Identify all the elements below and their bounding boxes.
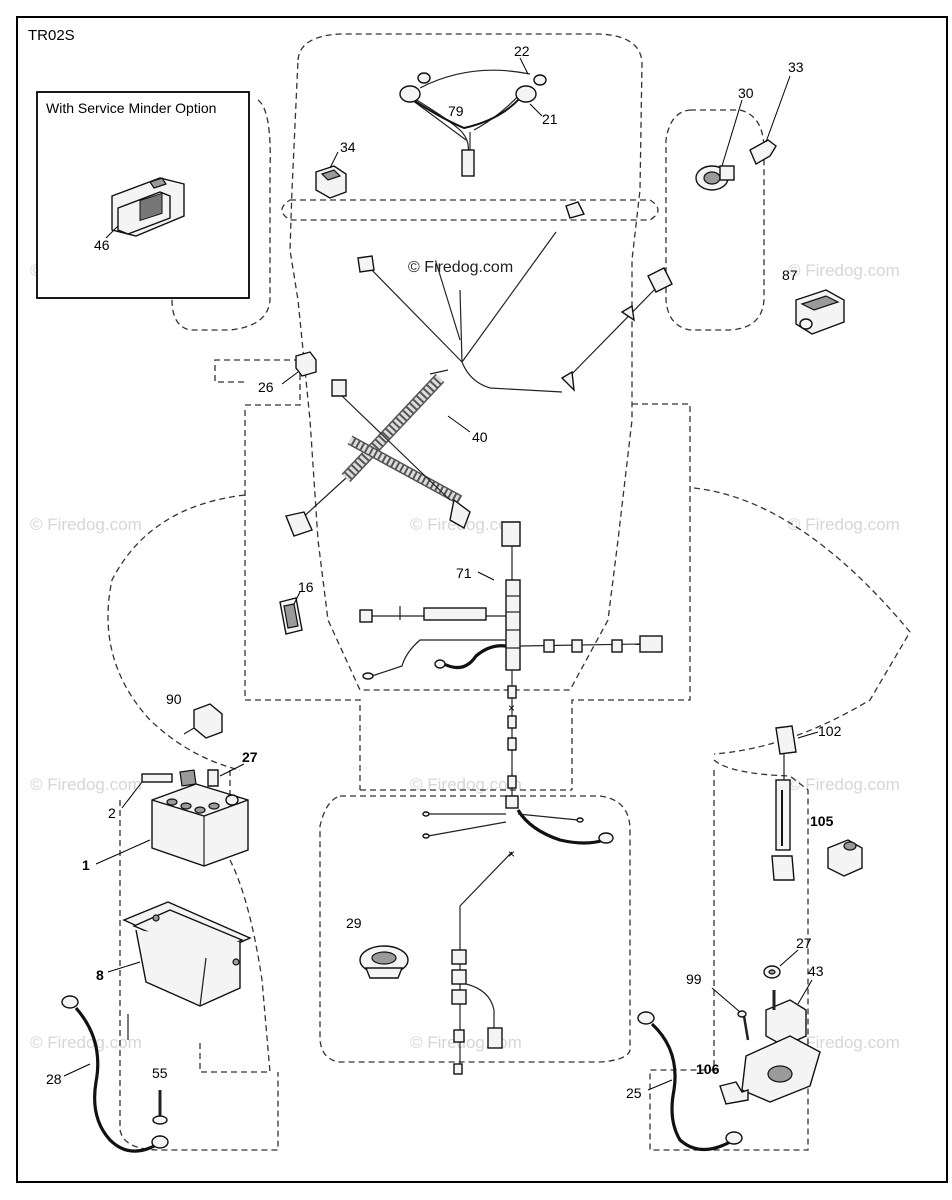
switch-90 <box>183 703 223 739</box>
right-wheel <box>693 487 911 755</box>
callout-28: 28 <box>46 1071 62 1087</box>
lower-right-frame <box>649 759 809 1151</box>
watermark: © Firedog.com <box>30 1033 142 1052</box>
service-minder-inset: With Service Minder Option 46 <box>36 91 250 299</box>
seat-deck <box>319 795 631 1063</box>
callout-43: 43 <box>808 963 824 979</box>
diagram-frame <box>16 16 948 1183</box>
watermark: © Firedog.com <box>788 775 900 794</box>
callout-21: 21 <box>542 111 558 127</box>
callout-27-top: 27 <box>242 749 258 765</box>
right-fender-upper <box>665 109 765 331</box>
watermark: © Firedog.com <box>410 1033 522 1052</box>
callout-1: 1 <box>82 857 90 873</box>
watermark: © Firedog.com <box>788 1033 900 1052</box>
dash-panel <box>281 199 659 221</box>
lower-left-outer <box>119 800 279 1151</box>
horn-29 <box>359 945 409 979</box>
frame-left <box>244 410 361 790</box>
hood-outline <box>289 33 643 691</box>
center-watermark: © Firedog.com <box>408 259 513 276</box>
solenoid-43 <box>741 990 821 1103</box>
watermark: © Firedog.com <box>30 775 142 794</box>
part-16 <box>279 597 303 635</box>
callout-90: 90 <box>166 691 182 707</box>
inset-title: With Service Minder Option <box>46 100 216 116</box>
harness-102 <box>771 725 797 881</box>
solenoid-87 <box>795 289 845 335</box>
connector-26 <box>295 351 317 377</box>
callout-79: 79 <box>448 103 464 119</box>
washer-27 <box>763 965 781 979</box>
watermark: © Firedog.com <box>30 515 142 534</box>
callout-27-bottom: 27 <box>796 935 812 951</box>
headlight-harness <box>399 69 547 177</box>
battery-cable-28 <box>61 995 169 1153</box>
hour-meter-part <box>111 177 185 237</box>
main-harness-40 <box>285 201 673 537</box>
callout-8: 8 <box>96 967 104 983</box>
callout-99: 99 <box>686 971 702 987</box>
screw-99 <box>737 1010 750 1041</box>
battery-bolt <box>141 769 219 787</box>
callout-106: 106 <box>696 1061 720 1077</box>
watermarks: © Firedog.com © Firedog.com © Firedog.co… <box>30 261 900 1052</box>
callout-87: 87 <box>782 267 798 283</box>
switch-part-34 <box>315 165 347 199</box>
callout-25: 25 <box>626 1085 642 1101</box>
switch-105 <box>827 839 863 877</box>
callout-105: 105 <box>810 813 834 829</box>
battery-tray-8 <box>122 901 252 1007</box>
callout-40: 40 <box>472 429 488 445</box>
seat-harness: × <box>422 809 614 1075</box>
callout-16: 16 <box>298 579 314 595</box>
key-part-33 <box>749 139 777 165</box>
callout-26: 26 <box>258 379 274 395</box>
callout-22: 22 <box>514 43 530 59</box>
callout-71: 71 <box>456 565 472 581</box>
tractor-outline <box>107 33 911 1151</box>
svg-text:×: × <box>508 701 515 715</box>
bolt-55 <box>127 1014 168 1125</box>
callout-30: 30 <box>738 85 754 101</box>
callout-29: 29 <box>346 915 362 931</box>
callout-33: 33 <box>788 59 804 75</box>
watermark: © Firedog.com <box>788 261 900 280</box>
callout-55: 55 <box>152 1065 168 1081</box>
battery-1 <box>151 783 249 867</box>
watermark: © Firedog.com <box>410 775 522 794</box>
ignition-switch-30 <box>695 165 735 191</box>
frame-right <box>571 403 691 790</box>
callout-34: 34 <box>340 139 356 155</box>
clip-106 <box>719 1081 749 1105</box>
callout-102: 102 <box>818 723 842 739</box>
left-wheel <box>107 494 246 771</box>
callout-46: 46 <box>94 237 110 253</box>
left-seat-area <box>214 359 301 406</box>
lower-left-frame <box>199 770 271 1073</box>
battery-cable-25 <box>637 1011 743 1152</box>
harness-71: × <box>359 521 663 809</box>
svg-text:×: × <box>508 847 515 861</box>
callout-2: 2 <box>108 805 116 821</box>
watermark: © Firedog.com <box>788 515 900 534</box>
diagram-id: TR02S <box>28 27 75 44</box>
